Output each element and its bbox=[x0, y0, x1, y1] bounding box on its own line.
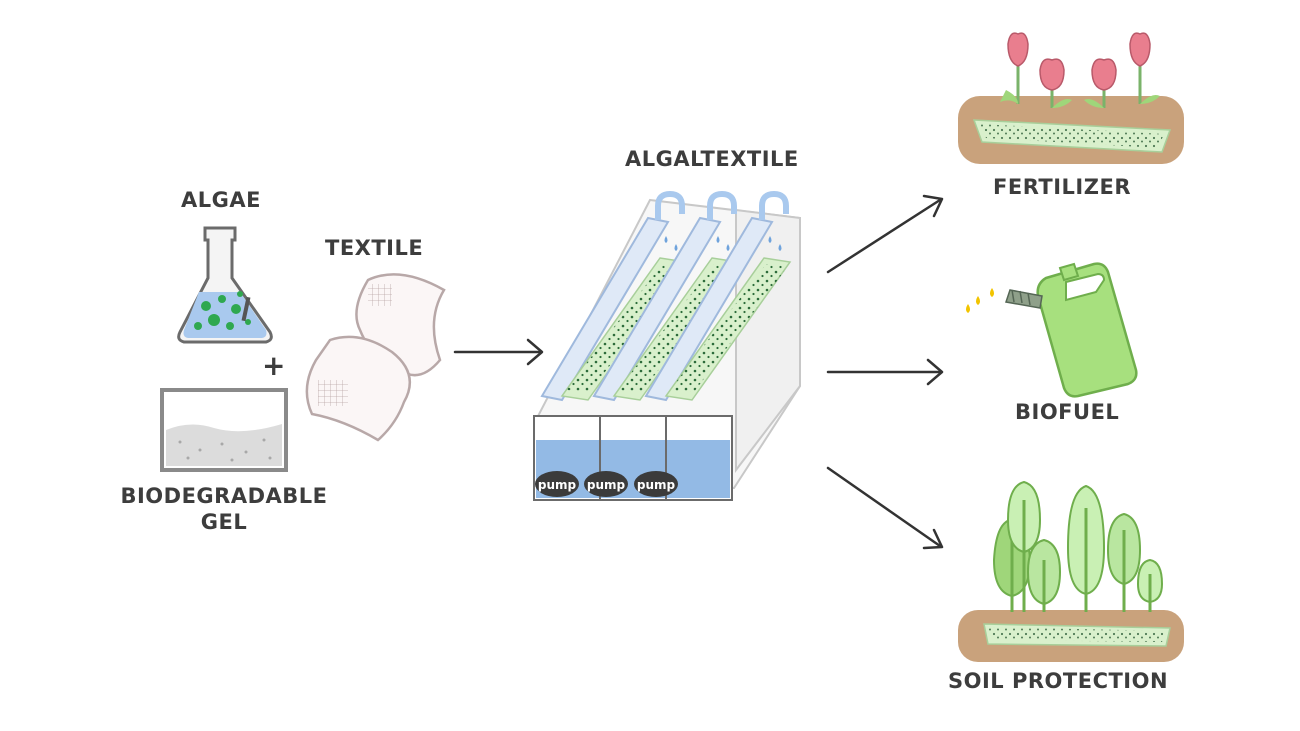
textile-sheet-icon bbox=[305, 273, 446, 442]
arrow-to-biofuel bbox=[826, 358, 944, 386]
gel-label-line2: GEL bbox=[200, 510, 248, 534]
pump-2 bbox=[584, 471, 628, 497]
tulip-icon bbox=[1000, 32, 1029, 104]
photobioreactor-icon: pump pump pump bbox=[533, 190, 801, 501]
pump-label: pump bbox=[587, 478, 626, 492]
pump-label: pump bbox=[538, 478, 577, 492]
tree-icon bbox=[1136, 558, 1164, 612]
soil-protection-icon bbox=[958, 480, 1184, 662]
soil-protection-label: SOIL PROTECTION bbox=[948, 669, 1169, 693]
tulip-icon bbox=[1129, 32, 1160, 104]
fuel-can-icon bbox=[966, 262, 1138, 398]
pump-1 bbox=[535, 471, 579, 497]
arrow-to-soil-protection bbox=[826, 466, 944, 550]
pump-label: pump bbox=[637, 478, 676, 492]
tree-icon bbox=[1026, 538, 1062, 612]
plus-sign: + bbox=[262, 349, 286, 382]
tree-icon bbox=[1066, 484, 1106, 612]
textile-label: TEXTILE bbox=[325, 236, 424, 260]
flask-icon bbox=[177, 226, 273, 344]
algaltextile-label: ALGALTEXTILE bbox=[625, 147, 799, 171]
biofuel-label: BIOFUEL bbox=[1015, 400, 1120, 424]
pump-3 bbox=[634, 471, 678, 497]
fertilizer-label: FERTILIZER bbox=[993, 175, 1131, 199]
tree-icon bbox=[1006, 480, 1042, 612]
tree-icon bbox=[1106, 512, 1142, 612]
tulip-icon bbox=[1039, 58, 1072, 108]
algae-label: ALGAE bbox=[181, 188, 261, 212]
tulip-icon bbox=[1084, 58, 1117, 108]
gel-tray-icon bbox=[160, 388, 288, 472]
gel-label-line1: BIODEGRADABLE bbox=[120, 484, 328, 508]
arrow-to-reactor bbox=[453, 338, 544, 366]
fertilizer-icon bbox=[958, 32, 1184, 164]
arrow-to-fertilizer bbox=[826, 194, 944, 274]
